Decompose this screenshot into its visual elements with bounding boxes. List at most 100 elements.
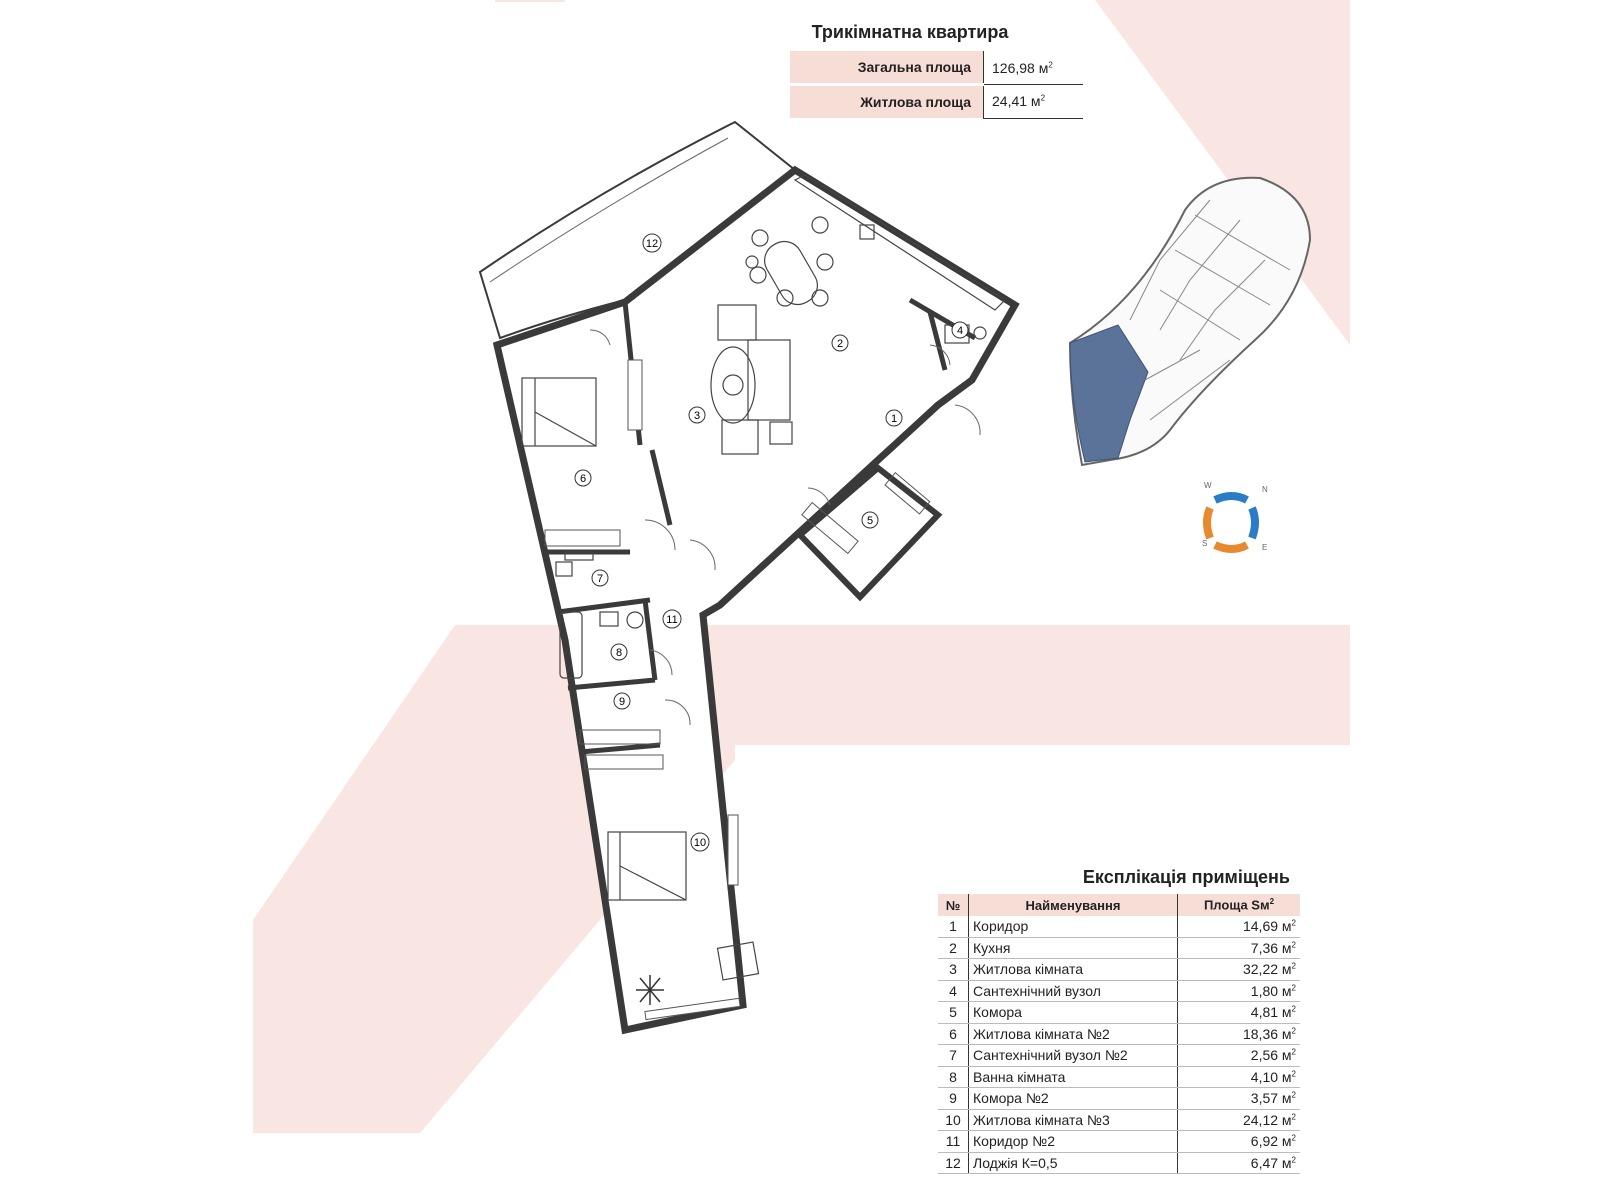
header-name: Найменування xyxy=(968,894,1178,916)
row-name: Житлова кімната xyxy=(968,958,1178,981)
svg-text:3: 3 xyxy=(694,410,700,422)
row-number: 9 xyxy=(938,1087,969,1110)
svg-text:8: 8 xyxy=(616,647,622,659)
door-swings xyxy=(589,329,981,726)
room-label-11: 11 xyxy=(662,609,682,629)
apartment-title: Трикімнатна квартира xyxy=(811,22,1009,42)
row-number: 12 xyxy=(938,1152,969,1174)
wardrobes xyxy=(544,472,931,770)
row-area: 18,36 м2 xyxy=(1177,1023,1300,1045)
row-name: Житлова кімната №2 xyxy=(968,1023,1178,1045)
living-area-value: 24,41 м2 xyxy=(983,84,1083,119)
bg-top-strip xyxy=(495,0,565,2)
row-number: 5 xyxy=(938,1001,969,1024)
total-area-label: Загальна площа xyxy=(790,51,984,85)
compass-w: W xyxy=(1204,481,1212,490)
room-label-1: 1 xyxy=(885,409,903,427)
explication-title: Експлікація приміщень xyxy=(1082,867,1290,887)
svg-text:2: 2 xyxy=(837,338,843,350)
row-number: 4 xyxy=(938,980,969,1002)
row-number: 3 xyxy=(938,958,969,981)
row-number: 1 xyxy=(938,916,969,938)
row-name: Сантехнічний вузол №2 xyxy=(968,1044,1178,1067)
sofa-icon xyxy=(710,304,793,455)
room-label-12: 12 xyxy=(642,233,662,253)
room-label-8: 8 xyxy=(610,643,628,661)
svg-text:10: 10 xyxy=(694,837,706,849)
row-number: 6 xyxy=(938,1023,969,1045)
row-name: Ванна кімната xyxy=(968,1066,1178,1088)
row-name: Кухня xyxy=(968,937,1178,959)
row-number: 8 xyxy=(938,1066,969,1088)
room-label-10: 10 xyxy=(690,832,710,852)
total-area-value: 126,98 м2 xyxy=(983,51,1083,85)
living-area-label: Житлова площа xyxy=(790,83,984,118)
armchair-icon xyxy=(716,941,760,981)
bath-fixtures xyxy=(555,551,644,679)
room-label-5: 5 xyxy=(861,511,879,529)
row-number: 7 xyxy=(938,1044,969,1067)
row-area: 24,12 м2 xyxy=(1177,1109,1300,1131)
row-number: 2 xyxy=(938,937,969,959)
svg-text:4: 4 xyxy=(957,325,963,337)
row-name: Лоджія К=0,5 xyxy=(968,1152,1178,1174)
row-area: 2,56 м2 xyxy=(1177,1044,1300,1067)
svg-text:11: 11 xyxy=(666,614,677,626)
row-area: 7,36 м2 xyxy=(1177,937,1300,959)
header-num: № xyxy=(938,894,969,916)
row-name: Сантехнічний вузол xyxy=(968,980,1178,1002)
compass-e: E xyxy=(1262,543,1267,552)
row-name: Комора №2 xyxy=(968,1087,1178,1110)
svg-text:1: 1 xyxy=(891,413,897,425)
room-label-9: 9 xyxy=(613,692,631,710)
svg-text:7: 7 xyxy=(597,573,603,585)
row-area: 4,10 м2 xyxy=(1177,1066,1300,1088)
compass-s: S xyxy=(1202,539,1207,548)
svg-text:9: 9 xyxy=(619,696,625,708)
room-labels: 1 2 3 4 5 6 7 8 9 10 11 12 xyxy=(574,233,969,852)
row-number: 11 xyxy=(938,1130,969,1153)
explication: Експлікація приміщень № Найменування Пло… xyxy=(938,867,1300,1174)
row-number: 10 xyxy=(938,1109,969,1131)
total-area-row: Загальна площа 126,98 м2 xyxy=(790,51,1083,85)
bed-icon xyxy=(607,831,687,901)
plant-icon xyxy=(636,975,664,1005)
svg-text:6: 6 xyxy=(580,473,586,485)
bed-icon xyxy=(521,377,597,447)
apartment-outline xyxy=(492,165,1020,1035)
compass-icon xyxy=(1203,492,1259,553)
row-area: 6,47 м2 xyxy=(1177,1152,1300,1174)
header-area: Площа Sм2 xyxy=(1177,894,1300,916)
row-area: 3,57 м2 xyxy=(1177,1087,1300,1110)
svg-text:12: 12 xyxy=(646,238,658,250)
area-summary-table: Загальна площа 126,98 м2 Житлова площа 2… xyxy=(790,51,1083,119)
room-label-3: 3 xyxy=(688,406,706,424)
row-name: Коридор xyxy=(968,916,1178,938)
kitchen-counter xyxy=(793,174,1006,344)
row-name: Комора xyxy=(968,1001,1178,1024)
row-area: 14,69 м2 xyxy=(1177,916,1300,938)
building-key-plan xyxy=(1068,176,1312,467)
explication-header: № Найменування Площа Sм2 xyxy=(938,894,1300,916)
room-label-6: 6 xyxy=(574,469,592,487)
row-area: 4,81 м2 xyxy=(1177,1001,1300,1024)
highlighted-apartment xyxy=(1069,324,1149,463)
living-area-row: Житлова площа 24,41 м2 xyxy=(790,83,1083,119)
room-label-7: 7 xyxy=(591,569,609,587)
apartment-summary: Трикімнатна квартира Загальна площа 126,… xyxy=(790,22,1090,119)
svg-text:5: 5 xyxy=(867,515,873,527)
row-name: Житлова кімната №3 xyxy=(968,1109,1178,1131)
dining-table-icon xyxy=(745,216,834,307)
